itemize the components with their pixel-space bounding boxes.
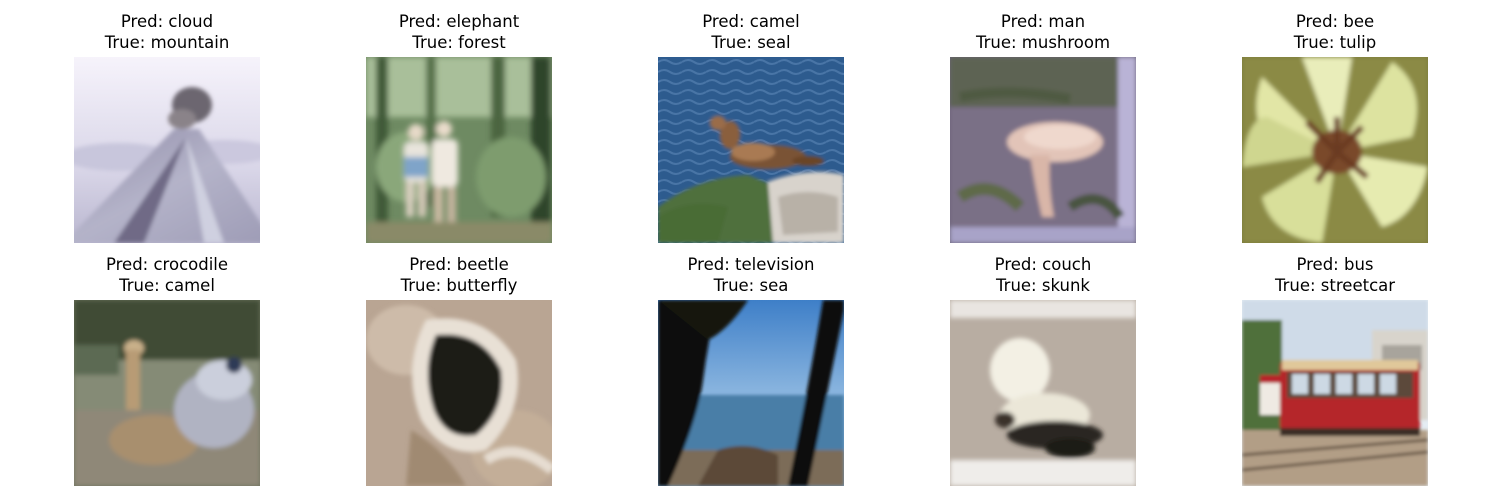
sample-title-3: Pred: camel True: seal: [621, 12, 881, 53]
sample-title-6: Pred: crocodile True: camel: [37, 255, 297, 296]
volcano-icon: [74, 57, 260, 243]
sea-trees-icon: [658, 300, 844, 486]
seal-on-rock-icon: [658, 57, 844, 243]
true-label: True: skunk: [996, 275, 1090, 295]
true-label: True: forest: [412, 32, 506, 52]
sample-title-4: Pred: man True: mushroom: [913, 12, 1173, 53]
true-label: True: seal: [711, 32, 791, 52]
sample-title-8: Pred: television True: sea: [621, 255, 881, 296]
pred-label: Pred: elephant: [398, 12, 520, 31]
true-label: True: mushroom: [975, 32, 1111, 52]
pred-label: Pred: bee: [1295, 12, 1375, 31]
true-label: True: mountain: [104, 32, 230, 52]
sample-title-5: Pred: bee True: tulip: [1205, 12, 1465, 53]
sample-title-1: Pred: cloud True: mountain: [37, 12, 297, 53]
pred-label: Pred: camel: [702, 12, 800, 31]
true-label: True: camel: [119, 275, 215, 295]
sample-title-9: Pred: couch True: skunk: [913, 255, 1173, 296]
flower-icon: [1242, 57, 1428, 243]
true-label: True: sea: [713, 275, 789, 295]
true-label: True: butterfly: [400, 275, 518, 295]
pred-label: Pred: cloud: [120, 12, 214, 31]
pred-label: Pred: couch: [994, 255, 1092, 274]
butterfly-icon: [366, 300, 552, 486]
true-label: True: streetcar: [1274, 275, 1396, 295]
mushroom-icon: [950, 57, 1136, 243]
true-label: True: tulip: [1293, 32, 1377, 52]
skunk-icon: [950, 300, 1136, 486]
pred-label: Pred: beetle: [409, 255, 509, 274]
forest-walkers-icon: [366, 57, 552, 243]
sample-title-7: Pred: beetle True: butterfly: [329, 255, 589, 296]
sample-title-10: Pred: bus True: streetcar: [1205, 255, 1465, 296]
sample-title-2: Pred: elephant True: forest: [329, 12, 589, 53]
camel-icon: [74, 300, 260, 486]
streetcar-icon: [1242, 300, 1428, 486]
pred-label: Pred: bus: [1296, 255, 1374, 274]
pred-label: Pred: man: [1000, 12, 1086, 31]
pred-label: Pred: crocodile: [105, 255, 229, 274]
pred-label: Pred: television: [687, 255, 815, 274]
